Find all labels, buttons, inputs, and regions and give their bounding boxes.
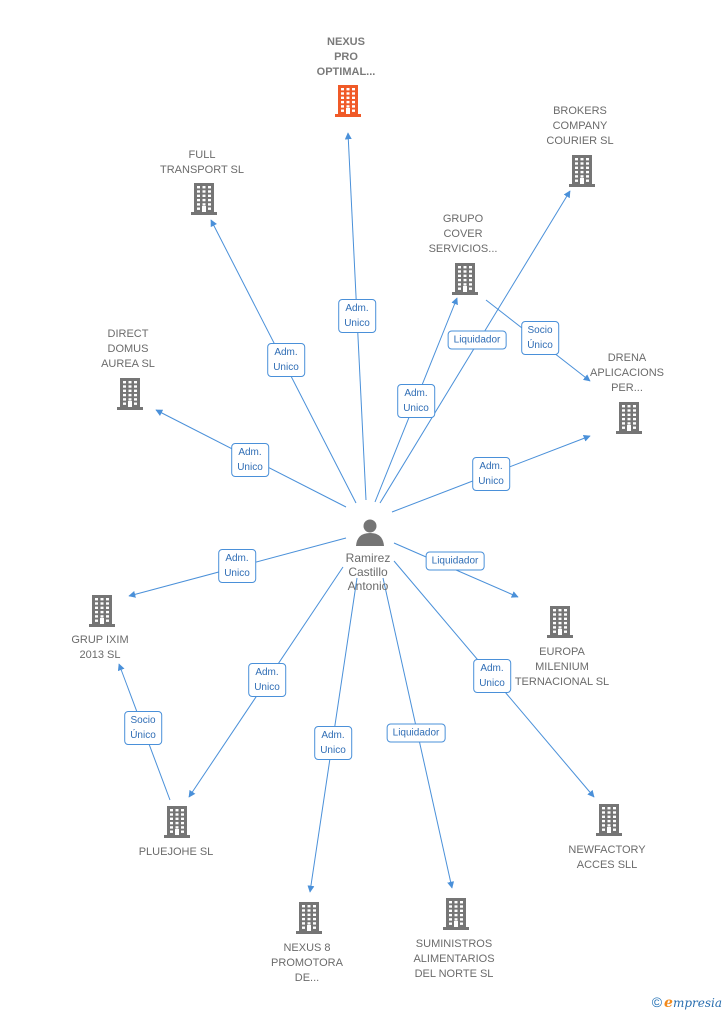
full-transport-building-icon[interactable] (191, 183, 217, 215)
grupo-cover-building-icon[interactable] (452, 263, 478, 295)
edge-center-to-nexus-pro-label: Adm. Unico (338, 299, 376, 333)
brokers-building-icon[interactable] (569, 155, 595, 187)
edge-center-to-newfactory-label: Adm. Unico (473, 659, 511, 693)
node-label-grup-ixim[interactable]: GRUP IXIM 2013 SL (71, 634, 129, 661)
copyright-symbol: © (651, 994, 663, 1010)
edge-center-to-pluejohe-label: Adm. Unico (248, 663, 286, 697)
suministros-building-icon[interactable] (443, 898, 469, 930)
node-label-nexus-pro[interactable]: NEXUS PRO OPTIMAL... (316, 36, 376, 78)
direct-domus-building-icon[interactable] (117, 378, 143, 410)
edge-grupo-cover-to-drena-label: Socio Único (521, 321, 559, 355)
edge-center-to-direct-domus-label: Adm. Unico (231, 443, 269, 477)
europa-building-icon[interactable] (547, 606, 573, 638)
center-person-name[interactable]: Ramirez Castillo Antonio (345, 551, 391, 593)
edge-center-to-brokers-label: Liquidador (447, 330, 507, 350)
nexus-8-building-icon[interactable] (296, 902, 322, 934)
edge-center-to-europa-label: Liquidador (425, 551, 485, 571)
node-label-europa[interactable]: EUROPA MILENIUM TERNACIONAL SL (514, 646, 610, 688)
newfactory-building-icon[interactable] (596, 804, 622, 836)
edge-center-to-nexus-8-label: Adm. Unico (314, 726, 352, 760)
nexus-pro-building-icon[interactable] (335, 85, 361, 117)
person-icon[interactable] (356, 519, 384, 547)
edge-center-to-drena-label: Adm. Unico (472, 457, 510, 491)
node-label-suministros[interactable]: SUMINISTROS ALIMENTARIOS DEL NORTE SL (413, 938, 495, 980)
drena-building-icon[interactable] (616, 402, 642, 434)
brand-initial: e (664, 995, 673, 1011)
brand-name: mpresia (672, 996, 722, 1010)
node-label-direct-domus[interactable]: DIRECT DOMUS AUREA SL (101, 328, 155, 370)
node-label-full-transport[interactable]: FULL TRANSPORT SL (160, 149, 244, 176)
node-label-grupo-cover[interactable]: GRUPO COVER SERVICIOS... (428, 213, 498, 255)
node-label-brokers[interactable]: BROKERS COMPANY COURIER SL (546, 105, 614, 147)
edge-center-to-suministros-label: Liquidador (386, 723, 446, 743)
edge-center-to-grup-ixim-label: Adm. Unico (218, 549, 256, 583)
node-label-newfactory[interactable]: NEWFACTORY ACCES SLL (568, 844, 646, 871)
node-label-pluejohe[interactable]: PLUEJOHE SL (138, 846, 214, 858)
footer-brand: ©empresia (652, 994, 722, 1011)
edge-center-to-grupo-cover-label: Adm. Unico (397, 384, 435, 418)
pluejohe-building-icon[interactable] (164, 806, 190, 838)
node-label-drena[interactable]: DRENA APLICACIONS PER... (590, 352, 664, 394)
grup-ixim-building-icon[interactable] (89, 595, 115, 627)
edge-pluejohe-to-grup-ixim-label: Socio Único (124, 711, 162, 745)
node-label-nexus-8[interactable]: NEXUS 8 PROMOTORA DE... (271, 942, 343, 984)
edge-center-to-full-transport-label: Adm. Unico (267, 343, 305, 377)
